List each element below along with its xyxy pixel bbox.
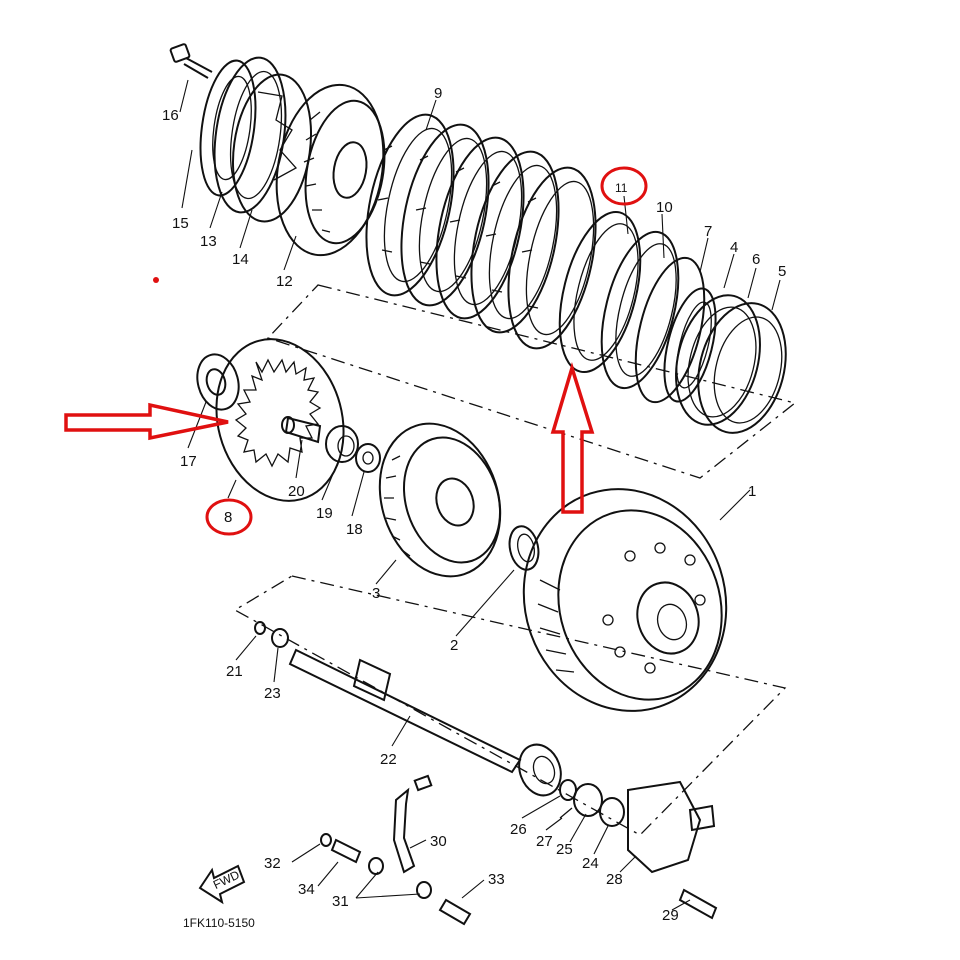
lower-small-parts xyxy=(320,774,718,926)
red-dot-marker xyxy=(153,277,159,283)
callout-9: 9 xyxy=(434,85,442,102)
part-29-bolt xyxy=(678,888,718,920)
part-31-washer-a xyxy=(368,857,384,875)
callout-27: 27 xyxy=(536,833,553,850)
part-30-cable xyxy=(392,787,416,874)
part-27-pin xyxy=(559,807,573,819)
callout-34: 34 xyxy=(298,881,315,898)
callout-5: 5 xyxy=(778,263,786,280)
part-25-bearing xyxy=(573,783,603,817)
part-19-collar xyxy=(325,425,359,463)
callout-24: 24 xyxy=(582,855,599,872)
callout-7: 7 xyxy=(704,223,712,240)
part-13-spring-ring xyxy=(213,56,287,214)
plates-9-stack xyxy=(365,113,597,350)
callout-31: 31 xyxy=(332,893,349,910)
part-3-primary-gear xyxy=(378,422,502,578)
part-8-gear-plate xyxy=(215,338,345,502)
part-4-seat xyxy=(663,287,717,403)
part-34-bolt xyxy=(330,838,362,864)
part-code: 1FK110-5150 xyxy=(183,916,255,930)
part-24-seal xyxy=(599,797,625,827)
callout-4: 4 xyxy=(730,239,738,256)
callout-6: 6 xyxy=(752,251,760,268)
part-32-washer xyxy=(320,833,332,847)
callout-labels: 1 2 3 4 5 6 7 8 9 10 11 12 13 14 15 16 1… xyxy=(162,85,786,924)
part-2-thrust-washer xyxy=(508,525,540,571)
callout-29: 29 xyxy=(662,907,679,924)
callout-13: 13 xyxy=(200,233,217,250)
callout-23: 23 xyxy=(264,685,281,702)
part-12-clutch-boss xyxy=(275,83,386,257)
callout-30: 30 xyxy=(430,833,447,850)
red-arrow-right-icon xyxy=(64,402,229,441)
callout-25: 25 xyxy=(556,841,573,858)
highlight-circle-8 xyxy=(205,498,253,536)
callout-1: 1 xyxy=(748,483,756,500)
clutch-stack xyxy=(169,43,787,434)
part-7-ring xyxy=(634,256,706,404)
part-1-clutch-housing xyxy=(522,488,728,712)
callout-22: 22 xyxy=(380,751,397,768)
callout-21: 21 xyxy=(226,663,243,680)
red-annotations xyxy=(64,166,648,536)
part-28-lever-housing xyxy=(627,780,702,874)
callout-2: 2 xyxy=(450,637,458,654)
part-31-washer-b xyxy=(416,881,432,899)
fwd-label: FWD xyxy=(211,868,242,892)
callout-33: 33 xyxy=(488,871,505,888)
part-21-clip xyxy=(254,621,266,635)
part-5-spring xyxy=(697,302,787,434)
fwd-arrow-icon: FWD xyxy=(198,864,246,905)
callout-3: 3 xyxy=(372,585,380,602)
part-20-pushrod xyxy=(281,416,322,444)
callout-10: 10 xyxy=(656,199,673,216)
callout-8: 8 xyxy=(224,509,232,526)
part-17-bearing xyxy=(196,353,240,411)
callout-20: 20 xyxy=(288,483,305,500)
part-22-push-lever-shaft xyxy=(288,648,562,797)
part-11-plate xyxy=(558,210,642,374)
part-15-pressure-plate xyxy=(199,59,257,197)
callout-14: 14 xyxy=(232,251,249,268)
part-16-bolt xyxy=(169,43,213,79)
callout-17: 17 xyxy=(180,453,197,470)
callout-11: 11 xyxy=(615,181,628,195)
callout-12: 12 xyxy=(276,273,293,290)
part-10-plate xyxy=(600,230,680,390)
callout-15: 15 xyxy=(172,215,189,232)
shaft-assembly-outline xyxy=(233,575,787,836)
callout-19: 19 xyxy=(316,505,333,522)
callout-26: 26 xyxy=(510,821,527,838)
part-33-bolt xyxy=(438,898,472,926)
red-arrow-up-icon xyxy=(550,361,595,514)
callout-32: 32 xyxy=(264,855,281,872)
part-18-washer xyxy=(355,443,381,473)
part-23-ring xyxy=(271,628,289,648)
callout-28: 28 xyxy=(606,871,623,888)
callout-16: 16 xyxy=(162,107,179,124)
leader-lines xyxy=(179,79,781,911)
callout-18: 18 xyxy=(346,521,363,538)
highlight-circle-11 xyxy=(600,166,648,206)
